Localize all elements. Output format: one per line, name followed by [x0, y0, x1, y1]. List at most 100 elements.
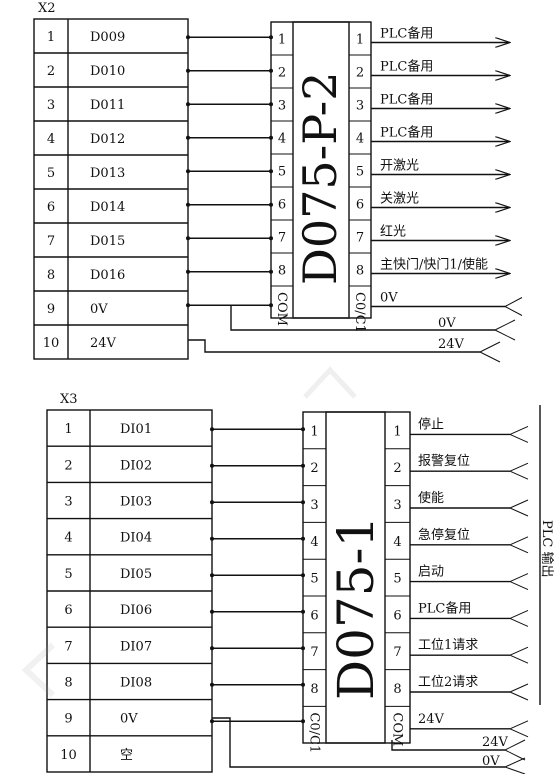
x3-junction-dot [301, 609, 305, 614]
x2-pin-label: 4 [356, 132, 364, 147]
x3-input-arrow [509, 499, 529, 517]
x2-junction-dot [186, 35, 190, 40]
x3-input-arrow [509, 720, 529, 738]
x2-bus-24v-arrow [479, 341, 501, 363]
x3-junction-dot [210, 682, 214, 687]
x2-pin-label: 7 [356, 231, 364, 246]
x2-row-signal: D011 [90, 98, 125, 113]
x3-pin-label: 6 [310, 608, 318, 623]
x3-row-number: 9 [64, 712, 72, 727]
x2-junction-dot [269, 236, 273, 241]
x3-pin-label: C0/C1 [307, 712, 322, 753]
x3-input-arrow [509, 462, 529, 480]
x3-row-number: 3 [64, 495, 72, 510]
x2-bus-0v-label: 0V [438, 316, 456, 331]
x3-pin-label: 2 [393, 461, 401, 476]
x2-pin-label: 8 [356, 264, 364, 279]
x3-input-label: 工位2请求 [418, 675, 478, 690]
x3-input-label: 使能 [418, 490, 444, 506]
x2-pin-label: 8 [278, 264, 286, 279]
x3-row-signal: DI05 [120, 567, 152, 582]
x2-row-signal: D016 [90, 268, 125, 283]
x2-row-signal: 0V [90, 302, 108, 317]
x3-row-number: 5 [64, 567, 72, 582]
x2-wires [186, 35, 273, 308]
x3-junction-dot [301, 719, 305, 724]
x2-bus-0v-wire [230, 306, 495, 331]
x2-output-label: 主快门/快门1/使能 [380, 257, 488, 273]
x3-row-number: 6 [64, 603, 72, 618]
x2-junction-dot [269, 135, 273, 140]
x3-row-signal: DI02 [120, 458, 152, 473]
x3-row-number: 4 [64, 531, 72, 546]
x3-row-number: 1 [64, 422, 72, 437]
x3-pin-label: 1 [310, 424, 318, 439]
x2-row-number: 6 [47, 200, 55, 215]
x3-input-label: 工位1请求 [418, 638, 478, 653]
x2-output-label: 开激光 [380, 159, 419, 174]
x3-bus-0v-arrow [504, 757, 526, 774]
x2-pin-label: 2 [278, 66, 286, 81]
x2-junction-dot [269, 269, 273, 274]
x2-output-label: PLC备用 [380, 125, 433, 141]
x3-pin-label: 8 [393, 682, 401, 697]
x3-module-name: D075-1 [327, 516, 385, 700]
x2-junction-dot [269, 303, 273, 308]
x2-pin-label: 1 [356, 33, 364, 48]
x2-output-label: PLC备用 [380, 26, 433, 42]
x2-row-number: 8 [47, 268, 55, 283]
x3-pin-label: 1 [393, 424, 401, 439]
x2-output-label: 关激光 [380, 192, 419, 207]
x3-junction-dot [210, 573, 214, 578]
x2-pin-label: 4 [278, 132, 286, 147]
x3-pin-label: COM [390, 712, 405, 746]
x3-wires [210, 427, 305, 724]
x2-bus-24v-wire [188, 339, 480, 353]
x2-output-input-arrow [504, 297, 523, 316]
x2-junction-dot [269, 102, 273, 107]
watermark-chevron-icon [303, 366, 357, 399]
x3-junction-dot [301, 536, 305, 541]
x3-junction-dot [210, 427, 214, 432]
x2-row-number: 5 [47, 166, 55, 181]
x2-output-label: 红光 [380, 224, 406, 240]
x2-module-name: D075-P-2 [293, 72, 347, 285]
x2-row-signal: 24V [90, 336, 117, 351]
x3-bus-0v-wire [212, 717, 505, 768]
x3-junction-dot [210, 463, 214, 468]
x2-pin-label: 1 [278, 33, 286, 48]
x3-pin-label: 3 [310, 498, 318, 513]
x3-input-label: PLC备用 [418, 600, 471, 616]
x2-row-signal: D012 [90, 132, 125, 147]
watermark-chevron-left-icon [21, 642, 56, 698]
x2-pin-label: 5 [278, 165, 286, 180]
x3-row-signal: DI01 [120, 422, 152, 437]
x3-junction-dot [210, 500, 214, 505]
x3-input-label: 报警复位 [418, 453, 470, 469]
x2-junction-dot [186, 236, 190, 241]
x2-pin-label: COM [274, 292, 289, 326]
x3-junction-dot [301, 573, 305, 578]
x2-output-label: 0V [380, 291, 398, 306]
x3-pin-label: 2 [310, 461, 318, 476]
x3-bus-0v-label: 0V [482, 754, 500, 769]
x3-junction-dot [210, 646, 214, 651]
x3-row-signal: 0V [120, 712, 138, 727]
x3-input-label: 24V [418, 712, 445, 727]
x2-junction-dot [186, 169, 190, 174]
x2-pin-label: 6 [278, 198, 286, 213]
x3-module-inner [325, 411, 386, 744]
x2-row-signal: D014 [90, 200, 125, 215]
x2-junction-dot [186, 269, 190, 274]
x2-junction-dot [186, 135, 190, 140]
x3-input-arrow [509, 609, 529, 627]
x2-connector-title: X2 [38, 1, 56, 16]
x2-junction-dot [186, 303, 190, 308]
